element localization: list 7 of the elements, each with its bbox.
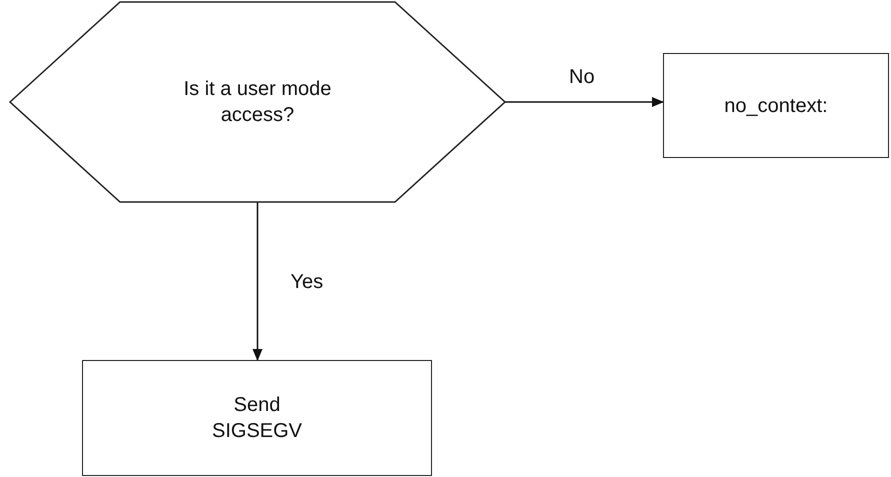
node-text: Is it a user mode access? (182, 77, 332, 128)
process-box (663, 53, 889, 158)
arrow (505, 97, 664, 107)
node-text: no_context: (724, 94, 828, 118)
process-box (82, 360, 432, 476)
node-text: Send SIGSEGV (210, 393, 304, 444)
arrow (252, 202, 262, 361)
